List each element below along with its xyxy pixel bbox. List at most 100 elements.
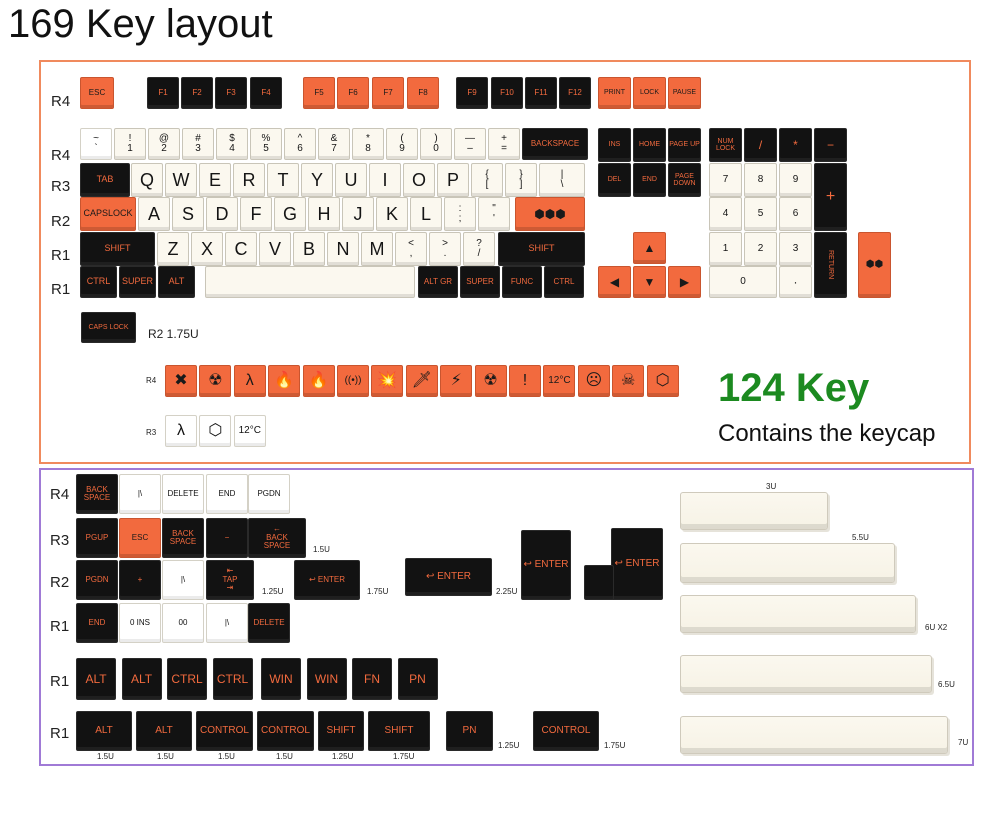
key-punct-1: "': [478, 197, 510, 231]
key-mod2-shift-5: SHIFT: [368, 711, 430, 751]
key-icon-r4-8: ⚡: [440, 365, 473, 397]
key-num-5: %5: [250, 128, 282, 160]
key-f: F: [240, 197, 272, 231]
key-ins: INS: [598, 128, 631, 162]
key-numpad-8: 8: [744, 163, 777, 197]
key-num-11: —–: [454, 128, 486, 160]
key-spacebar: [205, 266, 415, 298]
key-grid-3-4: DELETE: [248, 603, 290, 643]
key-c: C: [225, 232, 257, 266]
key-count: 124 Key: [718, 366, 870, 410]
key-icon-r4-11: 12°C: [543, 365, 576, 397]
spacebar-size-label-4: 7U: [958, 738, 969, 747]
key-print: PRINT: [598, 77, 631, 109]
icon-row-label-r4: R4: [146, 376, 157, 385]
key-b: B: [293, 232, 325, 266]
key-icon-r4-1: ☢: [199, 365, 232, 397]
key-bracket-0: {[: [471, 163, 503, 197]
key-icon-r4-14: ⬡: [646, 365, 679, 397]
key-o: O: [403, 163, 435, 197]
arrow-up-key: ▲: [633, 232, 666, 264]
key-capslock: CAPSLOCK: [80, 197, 136, 231]
key-icon-r4-3: 🔥: [268, 365, 301, 397]
key-grid-0-3: END: [206, 474, 248, 514]
key-iso-enter-2-foot: [584, 565, 614, 600]
key-shift-left: SHIFT: [80, 232, 155, 266]
bottom-row-label-1: R3: [50, 532, 70, 549]
top-layout-panel: [39, 60, 971, 464]
key-home: HOME: [633, 128, 666, 162]
key-numpad-top-1: /: [744, 128, 777, 162]
spacebar-6-5u: [680, 655, 932, 693]
key-g: G: [274, 197, 306, 231]
size-label-1-75u: 1.75U: [367, 587, 389, 596]
key-mod1-alt-0: ALT: [76, 658, 116, 700]
key-ctrl-right: CTRL: [544, 266, 584, 298]
key-mod2-control-7: CONTROL: [533, 711, 599, 751]
mod2-size-0: 1.5U: [97, 752, 114, 761]
key-k: K: [376, 197, 408, 231]
mod2-size-6: 1.25U: [498, 741, 520, 750]
key-grid-0-2: DELETE: [162, 474, 204, 514]
key-mod2-control-2: CONTROL: [196, 711, 253, 751]
key-iso-enter-2: ↩ ENTER: [611, 528, 663, 600]
key-punct-0: :;: [444, 197, 476, 231]
key-f1: F1: [147, 77, 179, 109]
key-mod2-alt-1: ALT: [136, 711, 192, 751]
key-grid-1-1: ESC: [119, 518, 161, 558]
key-icon-r3-2: 12°C: [233, 415, 266, 447]
spacebar-size-label-3: 6.5U: [938, 680, 955, 689]
key-icon-r3-1: ⬡: [199, 415, 232, 447]
key-a: A: [138, 197, 170, 231]
key-func-right: FUNC: [502, 266, 542, 298]
key-l: L: [410, 197, 442, 231]
key-shift-punct-0: <,: [395, 232, 427, 266]
key-num-10: )0: [420, 128, 452, 160]
key-f3: F3: [215, 77, 247, 109]
key-u: U: [335, 163, 367, 197]
key-num-3: #3: [182, 128, 214, 160]
key-grid-2-2: |\: [162, 560, 204, 600]
key-enter-hex: ⬢⬢⬢: [515, 197, 585, 231]
key-w: W: [165, 163, 197, 197]
key-num-7: &7: [318, 128, 350, 160]
spacebar-3u: [680, 492, 828, 530]
key-s: S: [172, 197, 204, 231]
arrow-right-key: ▶: [668, 266, 701, 298]
key-alt-left: ALT: [158, 266, 195, 298]
spacebar-size-label-1: 5.5U: [852, 533, 869, 542]
key-numpad-3: 3: [779, 232, 812, 266]
key-mod1-win-4: WIN: [261, 658, 301, 700]
key-f6: F6: [337, 77, 369, 109]
key-page-up: PAGE UP: [668, 128, 701, 162]
mod2-size-2: 1.5U: [218, 752, 235, 761]
key-icon-r3-0: λ: [165, 415, 197, 447]
mod2-size-3: 1.5U: [276, 752, 293, 761]
row-label-r4: R4: [51, 147, 71, 164]
key-icon-r4-7: 🗡: [405, 365, 438, 397]
key-mod1-fn-6: FN: [352, 658, 392, 700]
key-numpad-plus: +: [814, 163, 847, 231]
key-pause: PAUSE: [668, 77, 701, 109]
key-grid-3-0: END: [76, 603, 118, 643]
key-num-9: (9: [386, 128, 418, 160]
key-ctrl-left: CTRL: [80, 266, 117, 298]
key-grid-3-2: 00: [162, 603, 204, 643]
key-grid-1-3: −: [206, 518, 248, 558]
key-mod2-shift-4: SHIFT: [318, 711, 364, 751]
key-q: Q: [131, 163, 163, 197]
spacebar-6u-x2: [680, 595, 916, 633]
key-alt-gr-right: ALT GR: [418, 266, 458, 298]
size-label-1-5u: 1.5U: [313, 545, 330, 554]
key-icon-r4-10: !: [509, 365, 541, 397]
key-t: T: [267, 163, 299, 197]
key-bracket-2: |\: [539, 163, 585, 197]
key-icon-r4-0: ✖: [165, 365, 197, 397]
key-r: R: [233, 163, 265, 197]
key-p: P: [437, 163, 469, 197]
key-f12: F12: [559, 77, 591, 109]
key-f2: F2: [181, 77, 213, 109]
key-numpad-top-2: *: [779, 128, 812, 162]
key-super-right: SUPER: [460, 266, 500, 298]
